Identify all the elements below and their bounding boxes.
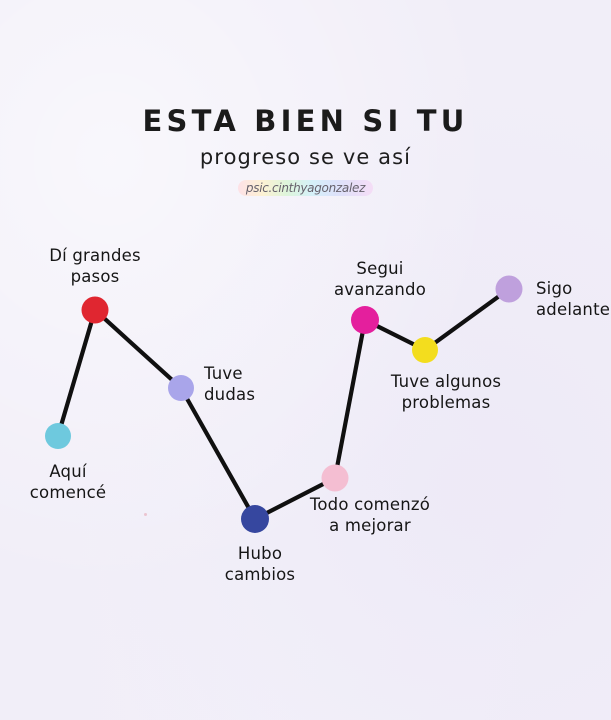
chart-node-label-1: Aquí comencé: [30, 461, 106, 503]
label-line: Tuve algunos: [390, 372, 502, 391]
label-line: dudas: [204, 385, 256, 405]
label-line: Dí grandes: [49, 246, 141, 265]
chart-segment: [369, 321, 421, 349]
chart-line-path: [57, 291, 506, 518]
page-subtitle: progreso se ve así: [199, 145, 412, 170]
chart-node-8: [495, 275, 523, 303]
label-line: Hubo: [237, 544, 283, 563]
chart-node-label-7: Tuve algunos problemas: [391, 371, 501, 413]
chart-node-4: [241, 505, 269, 533]
chart-segment: [259, 479, 331, 518]
chart-node-3: [168, 375, 194, 401]
title-block: ESTA BIEN SI TU progreso se ve así psic.…: [0, 104, 611, 197]
chart-segment: [334, 325, 366, 473]
label-line: Todo comenzó: [309, 495, 431, 514]
label-line: avanzando: [333, 280, 427, 300]
chart-node-label-6: Segui avanzando: [334, 258, 426, 300]
watermark-handle: psic.cinthyagonzalez: [237, 180, 374, 197]
chart-node-1: [45, 423, 71, 449]
label-line: a mejorar: [329, 516, 411, 536]
label-line: Sigo: [536, 279, 573, 298]
chart-node-label-2: Dí grandes pasos: [49, 245, 141, 287]
chart-node-group: [45, 275, 523, 533]
chart-node-6: [351, 306, 379, 334]
chart-node-label-4: Hubo cambios: [225, 543, 295, 585]
label-line: pasos: [70, 267, 120, 287]
label-line: comencé: [29, 483, 107, 503]
chart-segment: [57, 315, 96, 432]
label-line: cambios: [224, 565, 296, 585]
label-line: problemas: [401, 393, 491, 413]
paper-speck: [144, 513, 147, 516]
label-line: Tuve: [204, 364, 243, 383]
chart-segment: [182, 392, 254, 515]
label-line: Aquí: [49, 462, 87, 481]
label-line: Segui: [356, 259, 404, 278]
chart-node-label-8: Sigo adelante: [536, 278, 610, 320]
chart-node-5: [321, 464, 349, 492]
chart-node-label-3: Tuve dudas: [204, 363, 255, 405]
chart-segment: [98, 312, 178, 386]
chart-node-label-5: Todo comenzó a mejorar: [310, 494, 430, 536]
chart-segment: [428, 291, 506, 348]
label-line: adelante: [536, 300, 611, 320]
page-title: ESTA BIEN SI TU: [142, 104, 469, 138]
chart-node-2: [81, 296, 109, 324]
chart-node-7: [412, 337, 438, 363]
